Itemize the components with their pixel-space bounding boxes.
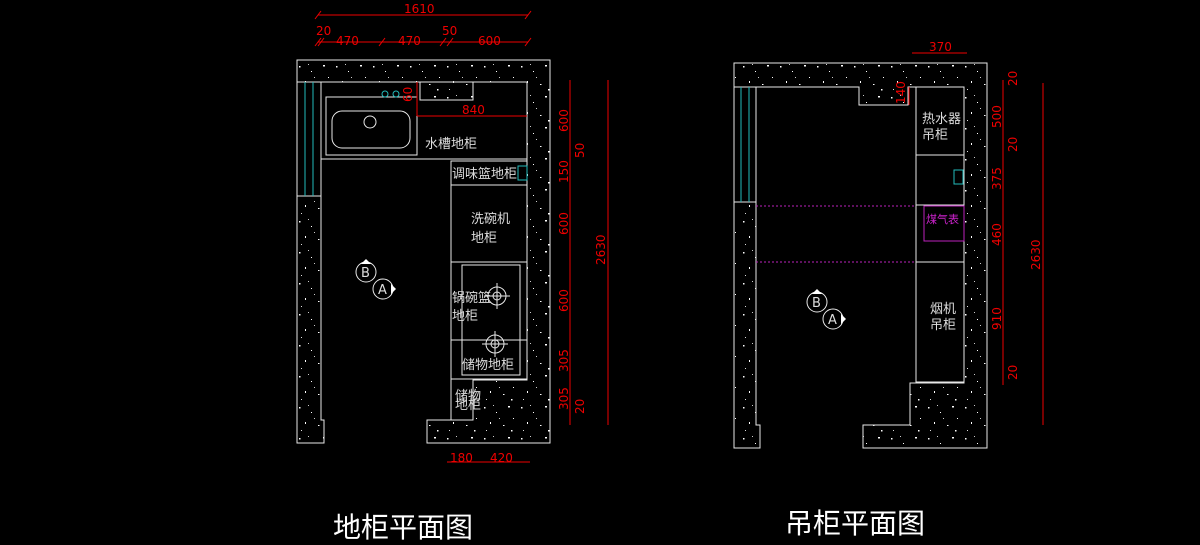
socket-icon [953,169,964,185]
wall-left [733,201,761,449]
svg-text:370: 370 [929,40,952,54]
view-marker: B A [355,259,396,300]
storage-cabinet [450,339,528,380]
sink-cabinet [320,81,528,160]
dimensions: 370 140 2630 20 500 20 375 460 910 20 [894,40,1044,425]
svg-text:140: 140 [894,81,908,104]
view-marker: B A [806,289,846,330]
hood-cabinet [915,261,965,383]
middle-cabinet [915,154,965,206]
svg-text:910: 910 [990,307,1004,330]
floor-plan: 水槽地柜 调味篮地柜 洗碗机 地柜 锅碗篮 地柜 储物地柜 储物 地柜 B A … [296,2,609,544]
svg-text:150: 150 [557,160,571,183]
label-dishwasher-2: 地柜 [471,231,497,246]
svg-text:305: 305 [557,387,571,410]
svg-text:B: B [812,296,821,311]
window [296,82,322,196]
svg-text:375: 375 [990,167,1004,190]
wall-cabinet-plan: 热水器 吊柜 煤气表 烟机 吊柜 B A 370 140 2630 20 500… [733,40,1044,540]
svg-text:50: 50 [442,24,457,38]
cooktop [461,264,521,376]
svg-text:60: 60 [401,87,415,102]
svg-text:20: 20 [573,399,587,414]
tap-icon [381,90,389,98]
label-heater-2: 吊柜 [922,128,948,143]
svg-text:180: 180 [450,451,473,465]
wall-top [733,62,988,449]
svg-text:420: 420 [490,451,513,465]
label-gas-meter: 煤气表 [926,212,959,226]
svg-text:B: B [361,266,370,281]
burner-icon [484,283,510,309]
svg-text:50: 50 [573,143,587,158]
svg-text:840: 840 [462,103,485,117]
label-sink: 水槽地柜 [425,137,477,152]
socket-icon [517,165,528,181]
sink-counter [325,96,418,156]
label-dishwasher: 洗碗机 [471,211,510,227]
label-seasoning: 调味篮地柜 [452,167,517,182]
svg-text:305: 305 [557,349,571,372]
burner-icon [482,331,508,357]
svg-text:20: 20 [1006,365,1020,380]
svg-text:600: 600 [557,289,571,312]
svg-text:460: 460 [990,223,1004,246]
svg-text:20: 20 [1006,137,1020,152]
svg-text:2630: 2630 [594,234,608,265]
svg-text:470: 470 [336,34,359,48]
svg-text:20: 20 [316,24,331,38]
label-pot: 锅碗篮 [452,290,491,306]
svg-text:600: 600 [557,109,571,132]
wall-top [296,59,551,444]
svg-text:20: 20 [1006,71,1020,86]
svg-text:2630: 2630 [1029,239,1043,270]
label-hood: 烟机 [930,302,956,317]
label-heater: 热水器 [922,112,961,127]
svg-text:470: 470 [398,34,421,48]
svg-text:600: 600 [557,212,571,235]
svg-text:1610: 1610 [404,2,435,16]
svg-text:A: A [378,283,387,298]
wall-left [296,195,325,444]
window [733,87,757,202]
svg-text:500: 500 [990,105,1004,128]
floor-plan-title: 地柜平面图 [333,511,473,544]
label-small-storage: 储物 [455,389,481,404]
label-small-storage-2: 地柜 [455,398,481,413]
label-pot-2: 地柜 [452,309,478,324]
wall-plan-title: 吊柜平面图 [785,507,925,540]
label-hood-2: 吊柜 [930,318,956,333]
label-storage: 储物地柜 [462,358,514,373]
gas-meter [923,205,965,242]
small-storage-cabinet [450,378,474,421]
drain-icon [363,115,377,129]
dimensions: 1610 20 470 470 50 600 840 60 2630 600 5… [314,2,609,465]
tap-icon [392,90,400,98]
sink-bowl [331,110,411,149]
svg-text:600: 600 [478,34,501,48]
svg-text:A: A [828,313,837,328]
